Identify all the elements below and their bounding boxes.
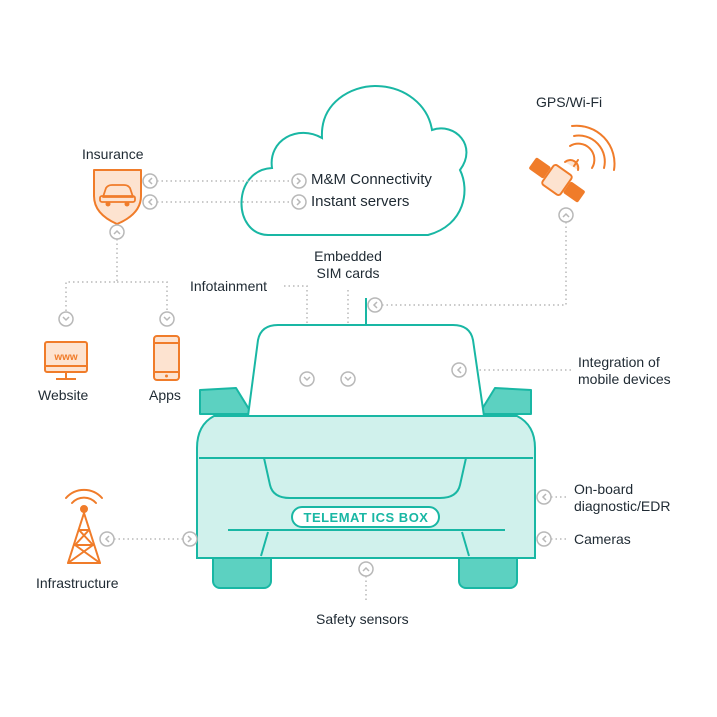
chevron-right-icon xyxy=(291,194,307,210)
chevron-left-icon xyxy=(536,489,552,505)
instant-servers-label: Instant servers xyxy=(311,193,410,210)
chevron-up-icon xyxy=(358,561,374,577)
onboard-diagnostic-label: On-board diagnostic/EDR xyxy=(574,481,671,515)
chevron-down-icon xyxy=(340,371,356,387)
embedded-sim-label: Embedded SIM cards xyxy=(305,248,391,282)
chevron-left-icon xyxy=(451,362,467,378)
chevron-left-icon xyxy=(99,531,115,547)
car-cabin xyxy=(247,324,485,417)
chevron-down-icon xyxy=(159,311,175,327)
embedded-sim-line1: Embedded xyxy=(314,248,382,264)
chevron-right-icon xyxy=(182,531,198,547)
website-label: Website xyxy=(38,387,89,403)
chevron-left-icon xyxy=(536,531,552,547)
infotainment-label: Infotainment xyxy=(190,278,268,294)
telematics-box xyxy=(291,506,440,528)
car-body xyxy=(196,415,536,559)
chevron-left-icon xyxy=(142,173,158,189)
chevron-down-icon xyxy=(299,371,315,387)
cloud-icon xyxy=(240,84,468,236)
left-mirror xyxy=(199,387,253,415)
safety-sensors-label: Safety sensors xyxy=(316,611,409,627)
chevron-left-icon xyxy=(142,194,158,210)
gps-label: GPS/Wi-Fi xyxy=(536,94,603,110)
www-text: www xyxy=(53,352,78,363)
integration-label: Integration of mobile devices xyxy=(578,354,671,388)
satellite-icon xyxy=(529,124,616,203)
chevron-up-icon xyxy=(558,207,574,223)
car-grille xyxy=(263,457,467,499)
right-mirror xyxy=(478,387,532,415)
shield-car-icon xyxy=(93,169,142,225)
telematics-box-label: TELEMAT ICS BOX xyxy=(304,510,429,525)
apps-label: Apps xyxy=(149,387,181,403)
radio-tower-icon xyxy=(65,488,103,564)
integration-line1: Integration of xyxy=(578,354,660,370)
connector-lines xyxy=(65,180,572,600)
onboard-line2: diagnostic/EDR xyxy=(574,498,671,514)
chevron-right-icon xyxy=(291,173,307,189)
chevron-down-icon xyxy=(58,311,74,327)
integration-line2: mobile devices xyxy=(578,371,671,387)
onboard-line1: On-board xyxy=(574,481,634,497)
insurance-label: Insurance xyxy=(82,146,144,162)
smartphone-icon xyxy=(153,335,180,381)
embedded-sim-line2: SIM cards xyxy=(316,265,380,281)
cameras-label: Cameras xyxy=(574,531,631,547)
infrastructure-label: Infrastructure xyxy=(36,575,119,591)
www-monitor-icon: www xyxy=(44,341,88,380)
mm-connectivity-label: M&M Connectivity xyxy=(311,171,432,188)
car-front-icon: TELEMAT ICS BOX xyxy=(196,298,536,589)
chevron-left-icon xyxy=(367,297,383,313)
chevron-up-icon xyxy=(109,224,125,240)
